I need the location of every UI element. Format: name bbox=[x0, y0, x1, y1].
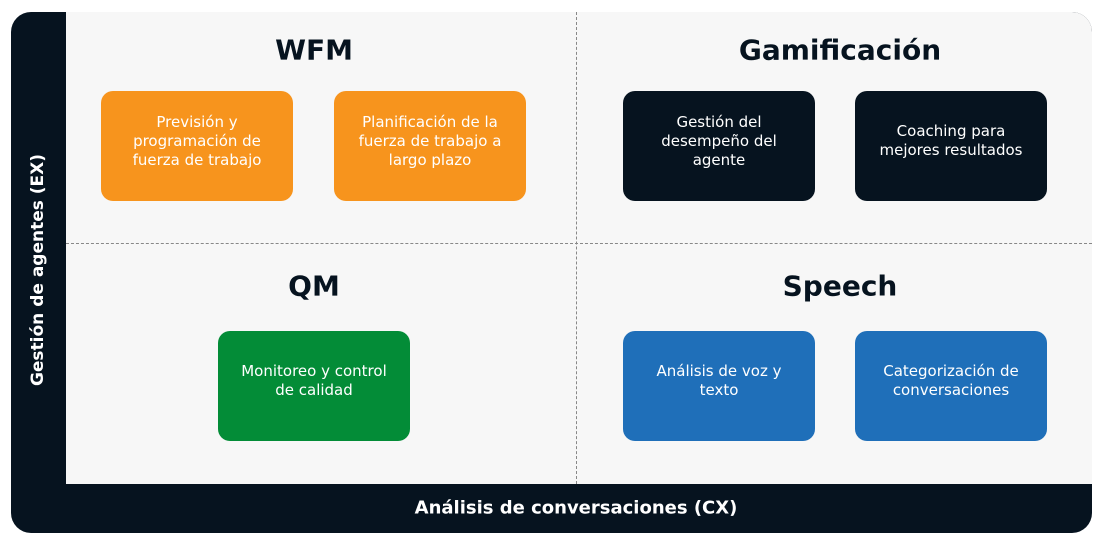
quadrant-title-qm: QM bbox=[288, 269, 340, 303]
quadrant-title-gamification: Gamificación bbox=[738, 33, 942, 67]
quadrant-title-speech: Speech bbox=[782, 269, 898, 303]
gamification-item-coaching: Coaching para mejores resultados bbox=[855, 91, 1047, 201]
speech-item-analysis: Análisis de voz y texto bbox=[623, 331, 815, 441]
horizontal-divider bbox=[66, 243, 1092, 244]
x-axis-label: Análisis de conversaciones (CX) bbox=[414, 497, 738, 519]
vertical-divider bbox=[576, 12, 577, 484]
speech-item-categorization: Categorización de conversaciones bbox=[855, 331, 1047, 441]
wfm-item-forecasting: Previsión y programación de fuerza de tr… bbox=[101, 91, 293, 201]
quadrant-title-wfm: WFM bbox=[275, 33, 353, 67]
wfm-item-long-term-planning: Planificación de la fuerza de trabajo a … bbox=[334, 91, 526, 201]
qm-item-quality: Monitoreo y control de calidad bbox=[218, 331, 410, 441]
y-axis-label: Gestión de agentes (EX) bbox=[28, 153, 48, 387]
gamification-item-performance: Gestión del desempeño del agente bbox=[623, 91, 815, 201]
